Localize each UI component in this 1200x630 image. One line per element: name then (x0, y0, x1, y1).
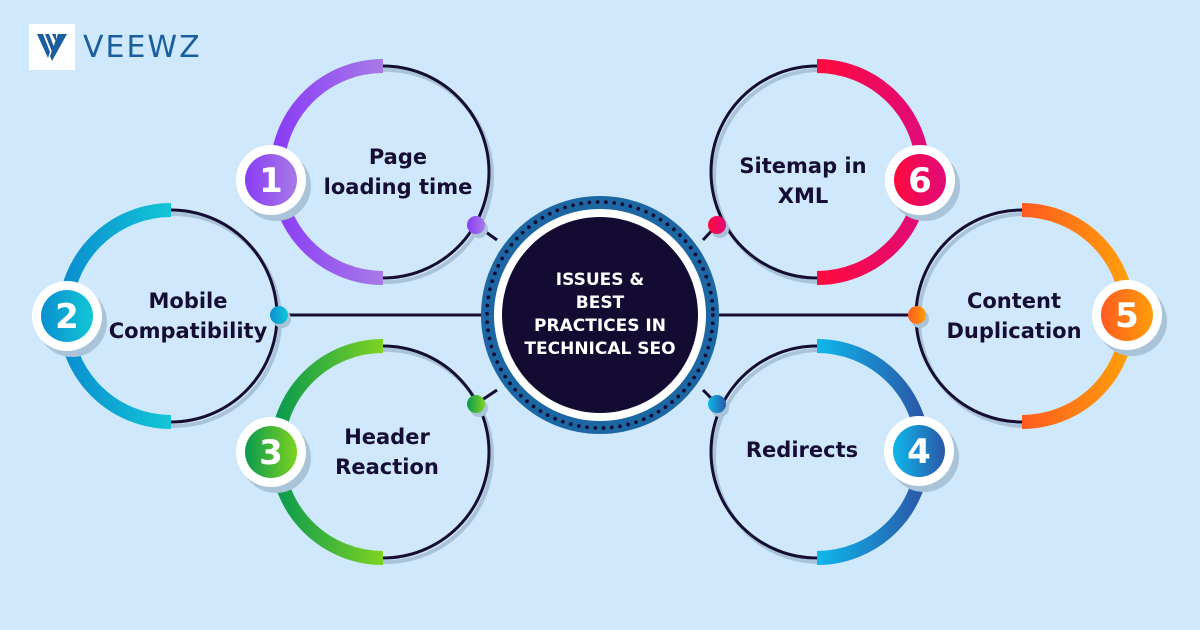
item-label-line: Redirects (745, 438, 859, 462)
item-label-line: Duplication (946, 319, 1082, 343)
item-label-line: Content (966, 289, 1062, 313)
connector-dot (708, 395, 726, 413)
item-label-mobile-compatibility: Mobile Compatibility (109, 286, 268, 346)
hub-core (502, 217, 698, 413)
item-badges: 1 2 3 4 5 6 (32, 145, 1167, 493)
veewz-v-stripes-icon (37, 34, 67, 61)
center-title-line: PRACTICES IN (534, 316, 666, 336)
hub-dotted-edge (485, 200, 715, 430)
item-label-line: loading time (323, 175, 473, 199)
item-label-page-loading-time: Page loading time (324, 142, 473, 202)
badge-number: 6 (908, 161, 932, 201)
center-title-line: TECHNICAL SEO (524, 339, 676, 359)
number-badge-1: 1 (236, 145, 311, 221)
center-hub (481, 196, 719, 434)
connector-dot (467, 216, 485, 234)
item-label-line: Header (344, 425, 430, 449)
badge-number: 1 (259, 161, 283, 201)
center-title-line: BEST (575, 293, 625, 313)
number-badge-4: 4 (884, 416, 959, 492)
brand-logo[interactable]: VEEWZ (29, 24, 202, 70)
connector-dot (270, 306, 288, 324)
item-label-line: Reaction (335, 455, 439, 479)
badge-number: 2 (55, 297, 79, 337)
connector-dot (708, 216, 726, 234)
brand-name: VEEWZ (83, 29, 202, 65)
number-badge-3: 3 (236, 417, 311, 493)
badge-number: 3 (259, 433, 283, 473)
badge-number: 5 (1115, 296, 1139, 336)
item-label-redirects: Redirects (746, 435, 858, 465)
item-label-line: Page (368, 145, 428, 169)
logo-mark (29, 24, 75, 70)
number-badge-2: 2 (32, 281, 107, 357)
item-label-line: Mobile (148, 289, 228, 313)
badge-number: 4 (907, 432, 931, 472)
number-badge-5: 5 (1092, 280, 1167, 356)
number-badge-6: 6 (885, 145, 960, 221)
item-label-header-reaction: Header Reaction (335, 422, 439, 482)
item-label-line: Sitemap in (739, 154, 867, 178)
item-label-content-duplication: Content Duplication (946, 286, 1081, 346)
center-title-line: ISSUES & (555, 270, 645, 290)
connector-dot (467, 395, 485, 413)
connector-dot (908, 306, 926, 324)
item-label-line: XML (777, 184, 829, 208)
item-label-line: Compatibility (108, 319, 268, 343)
item-label-sitemap-xml: Sitemap in XML (739, 151, 866, 211)
center-title: ISSUES & BEST PRACTICES IN TECHNICAL SEO (524, 269, 675, 361)
